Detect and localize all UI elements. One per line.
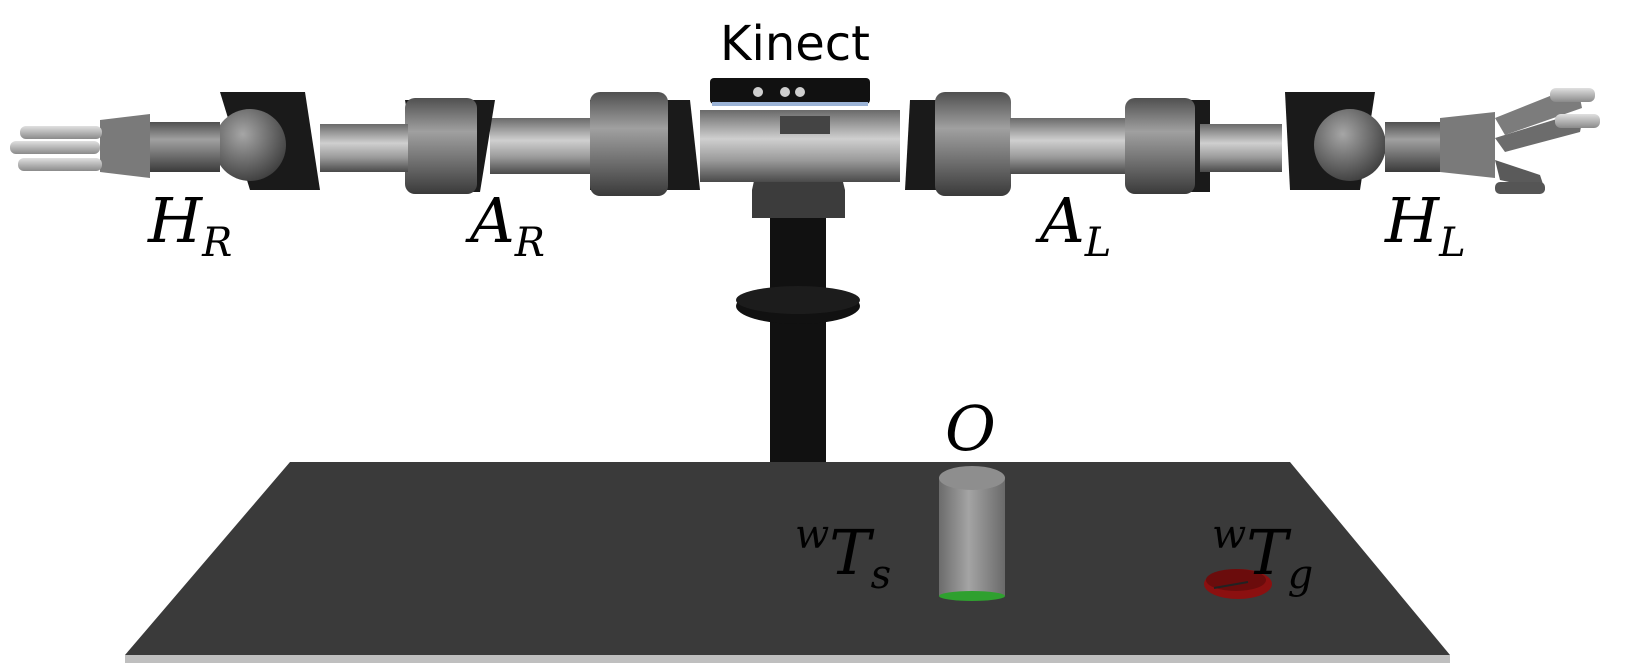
right-arm-label: AR [470, 190, 545, 266]
start-pose-prefix: w [795, 512, 830, 558]
kinect-sensor [710, 78, 870, 106]
object-cylinder [939, 466, 1005, 601]
right-hand-subscript: R [202, 220, 233, 266]
table-front-edge [125, 655, 1450, 663]
goal-pose-subscript: g [1287, 552, 1314, 598]
object-label: O [945, 392, 996, 465]
shoulder-bar [700, 110, 900, 182]
left-arm-symbol: A [1040, 184, 1085, 257]
goal-pose-symbol: T [1246, 516, 1288, 589]
left-hand-symbol: H [1385, 184, 1440, 257]
start-pose-symbol: T [829, 516, 871, 589]
start-pose-label: wTs [795, 515, 891, 595]
goal-pose-prefix: w [1212, 512, 1247, 558]
start-pose-subscript: s [870, 552, 892, 598]
table-top [125, 462, 1450, 655]
goal-marker [1204, 569, 1272, 599]
left-hand-subscript: L [1439, 220, 1466, 266]
goal-pose-label: wTg [1212, 515, 1313, 595]
right-hand-label: HR [148, 190, 233, 266]
left-arm [905, 92, 1445, 196]
right-arm-symbol: A [470, 184, 515, 257]
left-hand-label: HL [1385, 190, 1466, 266]
left-hand [1440, 88, 1600, 194]
table [125, 462, 1450, 663]
left-arm-label: AL [1040, 190, 1112, 266]
left-arm-subscript: L [1084, 220, 1112, 266]
kinect-label: Kinect [720, 16, 870, 72]
right-hand-symbol: H [148, 184, 203, 257]
right-arm-subscript: R [514, 220, 545, 266]
right-hand [10, 114, 150, 178]
right-arm [145, 92, 700, 196]
